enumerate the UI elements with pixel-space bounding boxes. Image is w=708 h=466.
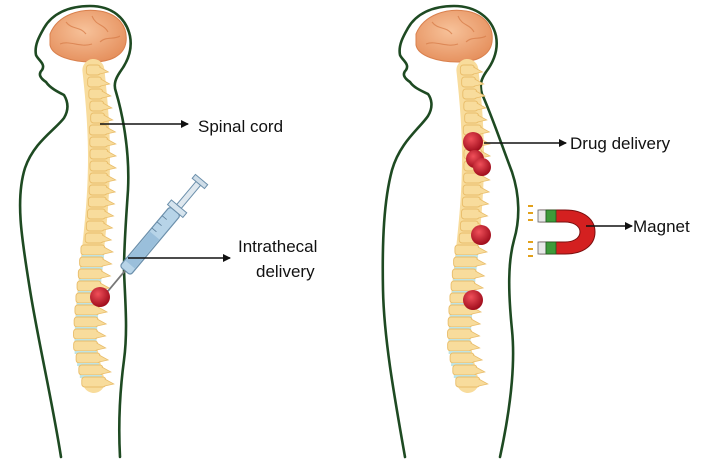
right-spine-vertebra (448, 341, 472, 351)
right-spine-vertebra (462, 77, 476, 87)
right-spine-process (478, 247, 487, 254)
left-spine-vertebra (86, 221, 104, 231)
left-spine-vertebra (88, 77, 102, 87)
left-spine-process (101, 271, 110, 278)
left-spine-vertebra (87, 209, 105, 219)
right-spine-vertebra (455, 245, 479, 255)
left-spine-vertebra (90, 101, 104, 111)
left-spine-process (97, 343, 106, 350)
right-spine-process (474, 283, 483, 290)
left-spine-vertebra (82, 377, 106, 387)
left-spine-process (104, 211, 113, 218)
right-spine-process (480, 187, 489, 194)
right-spine-process (477, 259, 486, 266)
left-brain (50, 10, 126, 62)
left-body-outline (20, 6, 131, 457)
right-spine-process (478, 211, 487, 218)
left-spine-vertebra (90, 137, 108, 147)
right-spine-vertebra (456, 377, 480, 387)
drug-delivery-label: Drug delivery (570, 134, 671, 153)
left-spine-vertebra (80, 257, 104, 267)
right-spine-process (471, 331, 480, 338)
right-spine-vertebra (453, 365, 477, 375)
right-spine-vertebra (450, 353, 474, 363)
left-spine-process (107, 163, 116, 170)
left-spine-vertebra (90, 173, 108, 183)
left-spine-vertebra (79, 365, 103, 375)
left-spine-process (97, 331, 106, 338)
right-spine-vertebra (461, 209, 479, 219)
right-spine-vertebra (451, 281, 475, 291)
left-figure: Spinal cord Intrathecal delivery (20, 6, 317, 457)
right-spine-process (473, 355, 482, 362)
intrathecal-label-line2: delivery (256, 262, 315, 281)
left-spine-vertebra (81, 245, 105, 255)
right-spine-vertebra (463, 89, 477, 99)
right-brain (416, 10, 492, 62)
left-spine-process (98, 307, 107, 314)
left-spine-vertebra (90, 161, 108, 171)
left-spine-process (105, 379, 114, 386)
left-spine-process (107, 151, 116, 158)
left-spine-vertebra (78, 269, 102, 279)
right-spine-vertebra (452, 269, 476, 279)
right-spine-process (481, 175, 490, 182)
left-spine-vertebra (91, 113, 105, 123)
left-spine-vertebra (90, 149, 108, 159)
left-spine-vertebra (85, 233, 103, 243)
left-spine-vertebra (89, 125, 107, 135)
right-spine-process (476, 367, 485, 374)
left-spine-process (106, 187, 115, 194)
right-spine-vertebra (454, 257, 478, 267)
left-spine-process (107, 139, 116, 146)
drug-dot-3 (473, 158, 491, 176)
magnet-label: Magnet (633, 217, 690, 236)
right-figure: Drug delivery Magnet (383, 6, 690, 457)
right-spine-vertebra (462, 197, 480, 207)
left-spine-vertebra (74, 317, 98, 327)
drug-dot-1 (463, 132, 483, 152)
left-spine-vertebra (74, 329, 98, 339)
left-spine-vertebra (74, 341, 98, 351)
right-spine-vertebra (465, 113, 479, 123)
left-spine-process (103, 223, 112, 230)
right-spine-vertebra (464, 101, 478, 111)
magnet-icon (528, 205, 595, 257)
right-spine-process (471, 319, 480, 326)
right-spine-process (479, 379, 488, 386)
right-body-outline (383, 6, 519, 457)
right-spine-vertebra (463, 185, 481, 195)
right-spine-vertebra (448, 329, 472, 339)
left-spine-vertebra (89, 185, 107, 195)
right-spine-vertebra (448, 317, 472, 327)
left-spine-vertebra (88, 197, 106, 207)
drug-dot-4 (471, 225, 491, 245)
right-spine-process (471, 343, 480, 350)
right-spine-process (480, 127, 489, 134)
left-drug-dot (90, 287, 110, 307)
left-spine (74, 65, 116, 387)
left-spine-process (107, 175, 116, 182)
left-spine-process (106, 127, 115, 134)
left-spine-process (97, 319, 106, 326)
right-spine-process (479, 199, 488, 206)
left-spine-process (103, 259, 112, 266)
spinal-cord-label: Spinal cord (198, 117, 283, 136)
left-spine-process (102, 367, 111, 374)
left-spine-process (99, 355, 108, 362)
left-spine-vertebra (75, 305, 99, 315)
left-spine-process (102, 235, 111, 242)
drug-dot-5 (463, 290, 483, 310)
left-spine-process (104, 247, 113, 254)
right-spine-process (475, 271, 484, 278)
left-spine-vertebra (89, 89, 103, 99)
left-spine-process (105, 199, 114, 206)
left-spine-vertebra (86, 65, 100, 75)
left-spine-vertebra (76, 353, 100, 363)
right-spine-vertebra (460, 65, 474, 75)
intrathecal-label-line1: Intrathecal (238, 237, 317, 256)
